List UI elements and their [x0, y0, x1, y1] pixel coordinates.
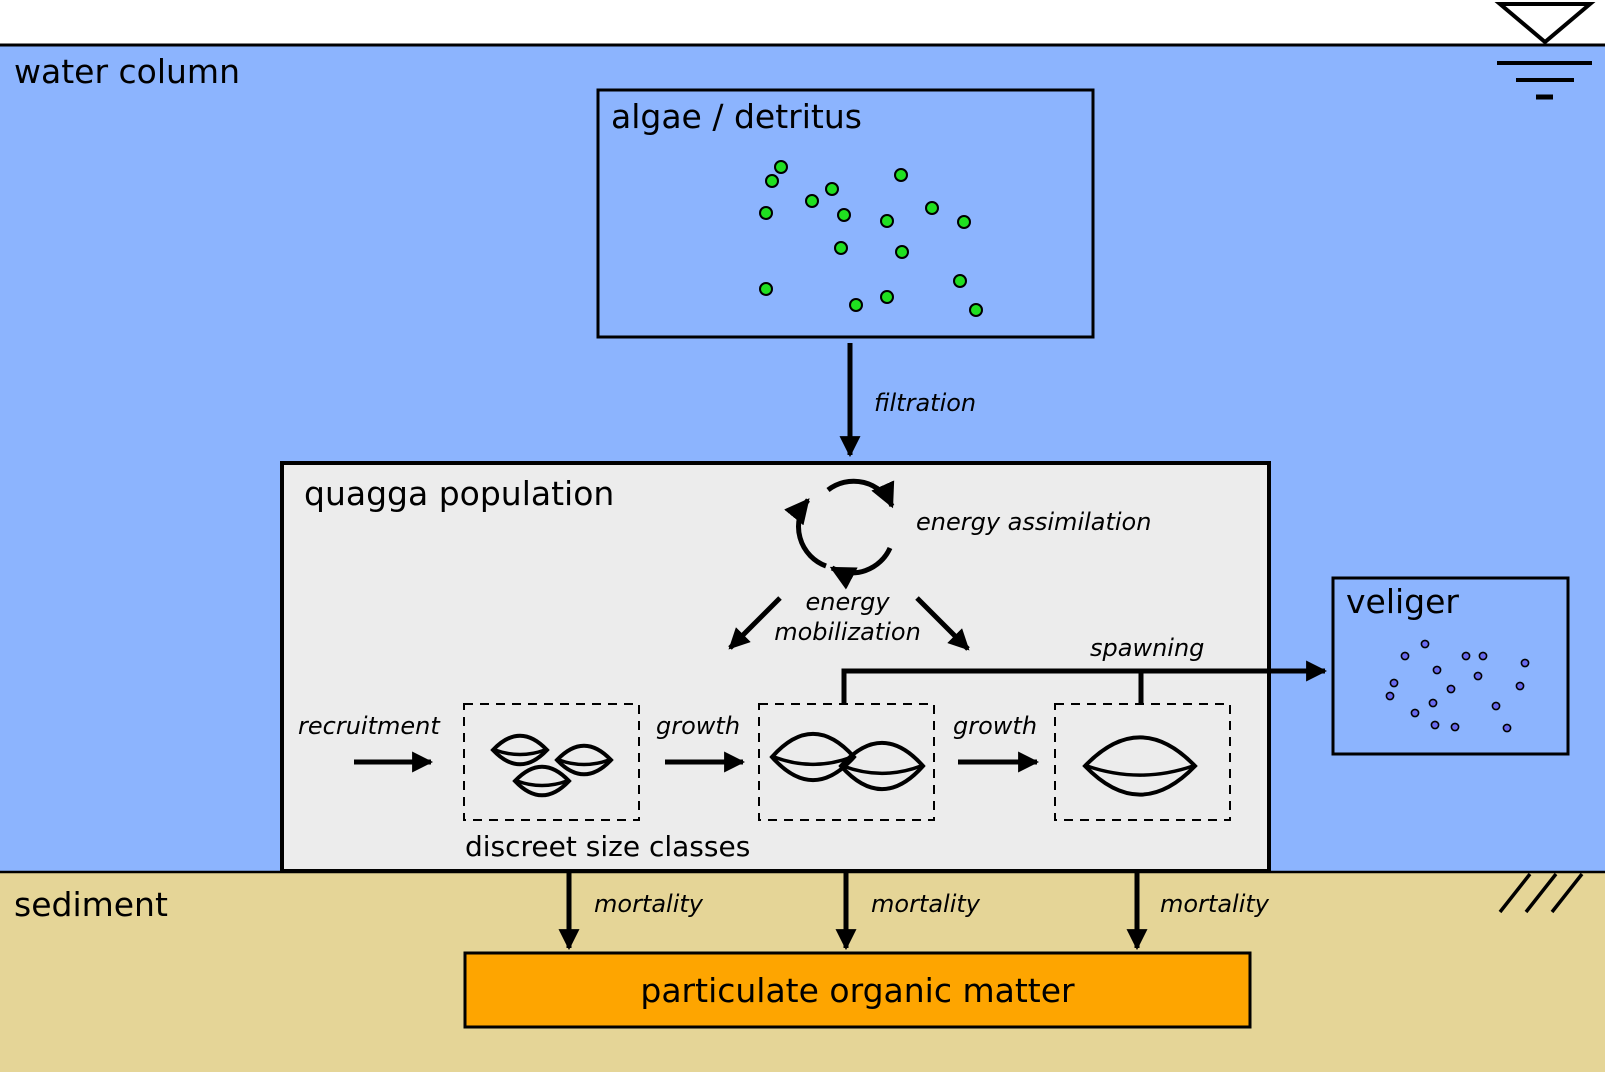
algae-particle: [837, 208, 851, 222]
veliger-larva: [1502, 723, 1512, 733]
energy-mobilization-label-line2: mobilization: [774, 618, 921, 646]
algae-particle: [759, 282, 773, 296]
mussel-shell-icon: [512, 764, 572, 798]
veliger-larva: [1461, 651, 1471, 661]
growth-label-1: growth: [656, 712, 741, 740]
water-level-triangle-icon: [1494, 2, 1596, 100]
mussel-shell-icon: [1082, 735, 1198, 797]
veliger-larva: [1432, 665, 1442, 675]
mortality-label-2: mortality: [871, 890, 980, 918]
veliger-larva: [1430, 720, 1440, 730]
size-classes-label: discreet size classes: [465, 830, 751, 863]
particulate-organic-matter-box: [463, 951, 1252, 1029]
ground-hatch-icon: [1498, 872, 1584, 914]
veliger-larva: [1446, 684, 1456, 694]
particulate-organic-matter-label: particulate organic matter: [640, 971, 1075, 1010]
veliger-larva: [1520, 658, 1530, 668]
algae-detritus-box: [596, 88, 1095, 339]
mussel-shell-icon: [554, 743, 614, 777]
algae-particle: [894, 168, 908, 182]
algae-particle: [825, 182, 839, 196]
spawning-label: spawning: [1090, 634, 1205, 662]
algae-particle: [834, 241, 848, 255]
mussel-shell-icon: [838, 741, 926, 791]
veliger-larva: [1428, 698, 1438, 708]
sediment-label: sediment: [14, 885, 168, 924]
mobilization-arrow-right: [915, 596, 970, 651]
algae-particles: [759, 160, 983, 317]
energy-assimilation-label: energy assimilation: [916, 508, 1152, 536]
mortality-label-3: mortality: [1160, 890, 1269, 918]
veliger-box: [1331, 576, 1570, 756]
algae-particle: [957, 215, 971, 229]
size-class-box-medium: [758, 703, 935, 821]
veliger-larva: [1515, 681, 1525, 691]
size-class-box-small: [463, 703, 640, 821]
algae-particle: [880, 290, 894, 304]
algae-particle: [774, 160, 788, 174]
mobilization-arrow-left: [728, 596, 782, 650]
algae-detritus-title: algae / detritus: [611, 97, 862, 136]
veliger-larva: [1450, 722, 1460, 732]
growth-label-2: growth: [953, 712, 1038, 740]
veliger-larva: [1491, 701, 1501, 711]
algae-particle: [969, 303, 983, 317]
algae-particle: [953, 274, 967, 288]
algae-particle: [880, 214, 894, 228]
mussel-shell-icon: [490, 733, 550, 767]
veliger-larva: [1389, 678, 1399, 688]
algae-particle: [759, 206, 773, 220]
veliger-larva: [1410, 708, 1420, 718]
recruitment-label: recruitment: [298, 712, 440, 740]
water-column-label: water column: [14, 52, 240, 91]
mussel-shell-icon: [769, 732, 857, 782]
veliger-larvae: [1385, 639, 1530, 733]
quagga-population-title: quagga population: [304, 474, 615, 513]
energy-mobilization-label-line1: energy: [805, 588, 890, 616]
size-class-box-large: [1054, 703, 1231, 821]
veliger-larva: [1420, 639, 1430, 649]
quagga-population-box: [280, 461, 1271, 873]
algae-particle: [805, 194, 819, 208]
veliger-larva: [1400, 651, 1410, 661]
filtration-label: filtration: [874, 389, 977, 417]
veliger-larva: [1473, 671, 1483, 681]
algae-particle: [849, 298, 863, 312]
veliger-larva: [1478, 651, 1488, 661]
veliger-title: veliger: [1346, 582, 1459, 621]
cycle-arrows-icon: [784, 478, 895, 590]
mussel-shells: [490, 732, 1198, 798]
mortality-label-1: mortality: [594, 890, 703, 918]
algae-particle: [895, 245, 909, 259]
spawning-arrow: [841, 660, 1328, 704]
algae-particle: [925, 201, 939, 215]
veliger-larva: [1385, 691, 1395, 701]
algae-particle: [765, 174, 779, 188]
